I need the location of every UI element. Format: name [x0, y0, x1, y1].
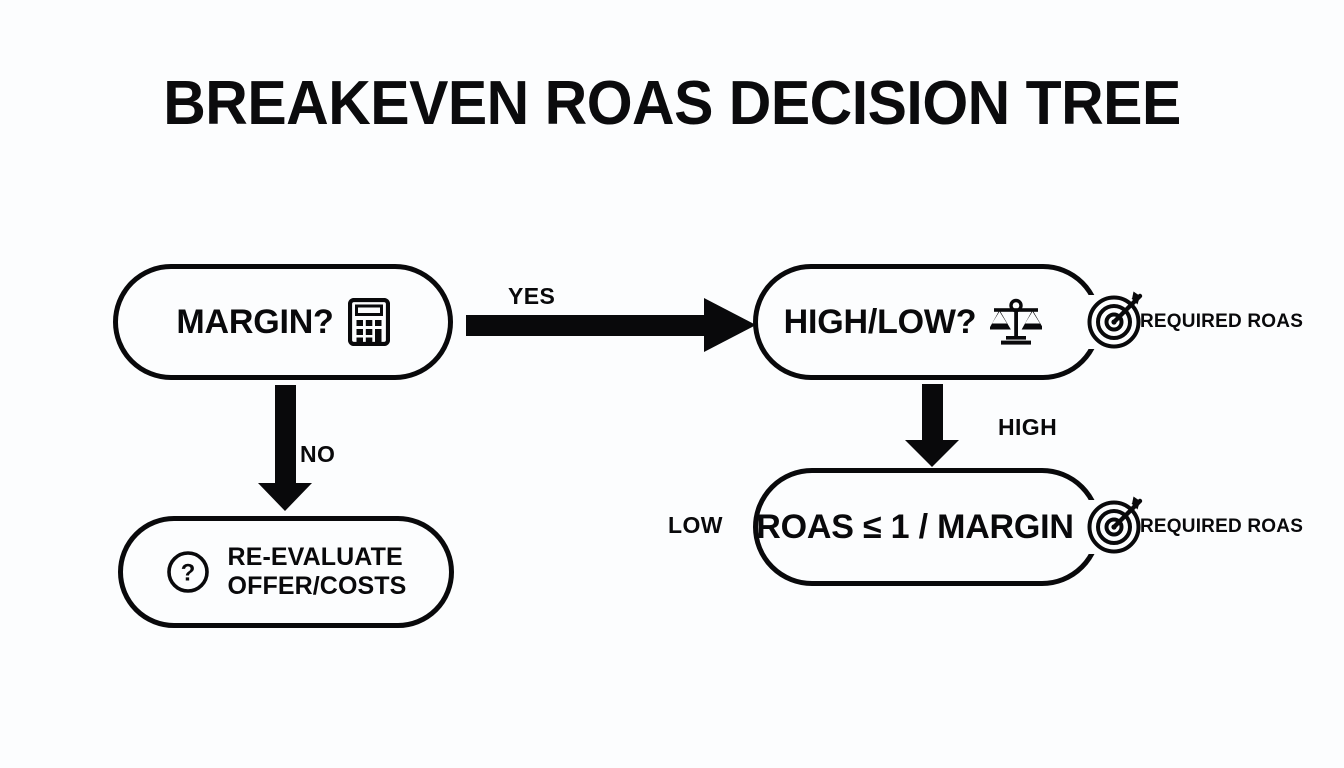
page-title: BREAKEVEN ROAS DECISION TREE: [163, 69, 1181, 138]
node-highlow[interactable]: HIGH/LOW?: [753, 264, 1101, 380]
svg-text:?: ?: [180, 560, 195, 587]
edge-label-high: HIGH: [998, 414, 1058, 440]
node-formula-label: ROAS ≤ 1 / MARGIN: [756, 507, 1074, 546]
arrow-high: [905, 384, 959, 467]
required-roas-label-formula: REQUIRED ROAS: [1140, 516, 1304, 537]
node-reevaluate-label: RE-EVALUATE OFFER/COSTS: [228, 543, 407, 602]
node-reevaluate[interactable]: ? RE-EVALUATE OFFER/COSTS: [118, 516, 454, 628]
target-icon: [1087, 496, 1143, 554]
node-margin[interactable]: MARGIN?: [113, 264, 453, 380]
node-formula[interactable]: ROAS ≤ 1 / MARGIN: [753, 468, 1101, 586]
edge-label-no: NO: [300, 441, 336, 467]
edge-label-low: LOW: [668, 512, 723, 538]
node-highlow-content: HIGH/LOW?: [784, 297, 1043, 347]
arrow-yes: [466, 298, 756, 352]
question-circle-icon: ?: [166, 551, 209, 593]
calculator-icon: [347, 298, 390, 346]
node-margin-label: MARGIN?: [176, 302, 334, 341]
balance-scale-icon: [990, 298, 1043, 345]
node-reevaluate-content: ? RE-EVALUATE OFFER/COSTS: [166, 543, 407, 602]
required-roas-label-highlow: REQUIRED ROAS: [1140, 311, 1304, 332]
node-formula-content: ROAS ≤ 1 / MARGIN: [756, 507, 1074, 547]
node-margin-content: MARGIN?: [176, 298, 390, 346]
edge-label-yes: YES: [508, 283, 556, 309]
node-reevaluate-label-line2: OFFER/COSTS: [227, 572, 407, 600]
target-icon: [1087, 291, 1143, 349]
node-reevaluate-label-line1: RE-EVALUATE: [227, 542, 403, 571]
arrow-no: [258, 385, 312, 511]
node-highlow-label: HIGH/LOW?: [783, 302, 977, 341]
